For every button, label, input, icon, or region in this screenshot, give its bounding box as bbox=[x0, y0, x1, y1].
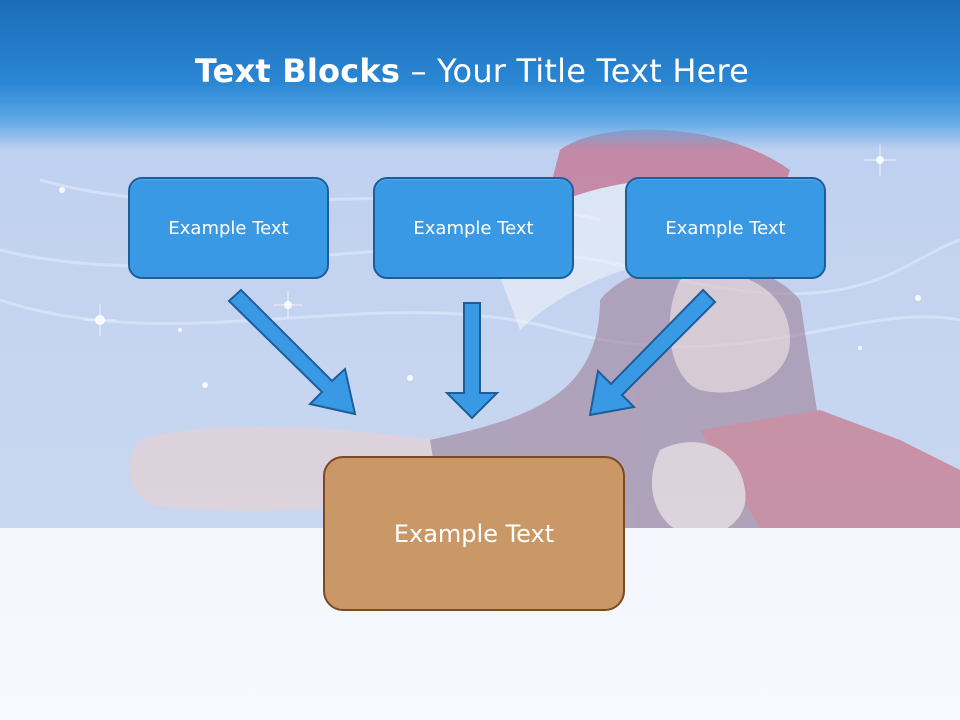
top-box-center-label: Example Text bbox=[413, 217, 534, 239]
top-box-left-label: Example Text bbox=[168, 217, 289, 239]
slide-title-rest: – Your Title Text Here bbox=[400, 52, 750, 90]
bottom-box-label: Example Text bbox=[393, 519, 555, 548]
top-box-left: Example Text bbox=[128, 177, 329, 279]
slide-title-bold: Text Blocks bbox=[194, 52, 401, 90]
top-box-center: Example Text bbox=[373, 177, 574, 279]
arrow-left bbox=[227, 288, 357, 416]
arrow-right bbox=[588, 288, 717, 417]
bottom-box: Example Text bbox=[323, 456, 625, 611]
top-box-right: Example Text bbox=[625, 177, 826, 279]
title-bar bbox=[0, 0, 960, 150]
slide-title: Text Blocks – Your Title Text Here bbox=[0, 52, 944, 90]
top-box-right-label: Example Text bbox=[665, 217, 786, 239]
arrow-center bbox=[444, 302, 500, 420]
